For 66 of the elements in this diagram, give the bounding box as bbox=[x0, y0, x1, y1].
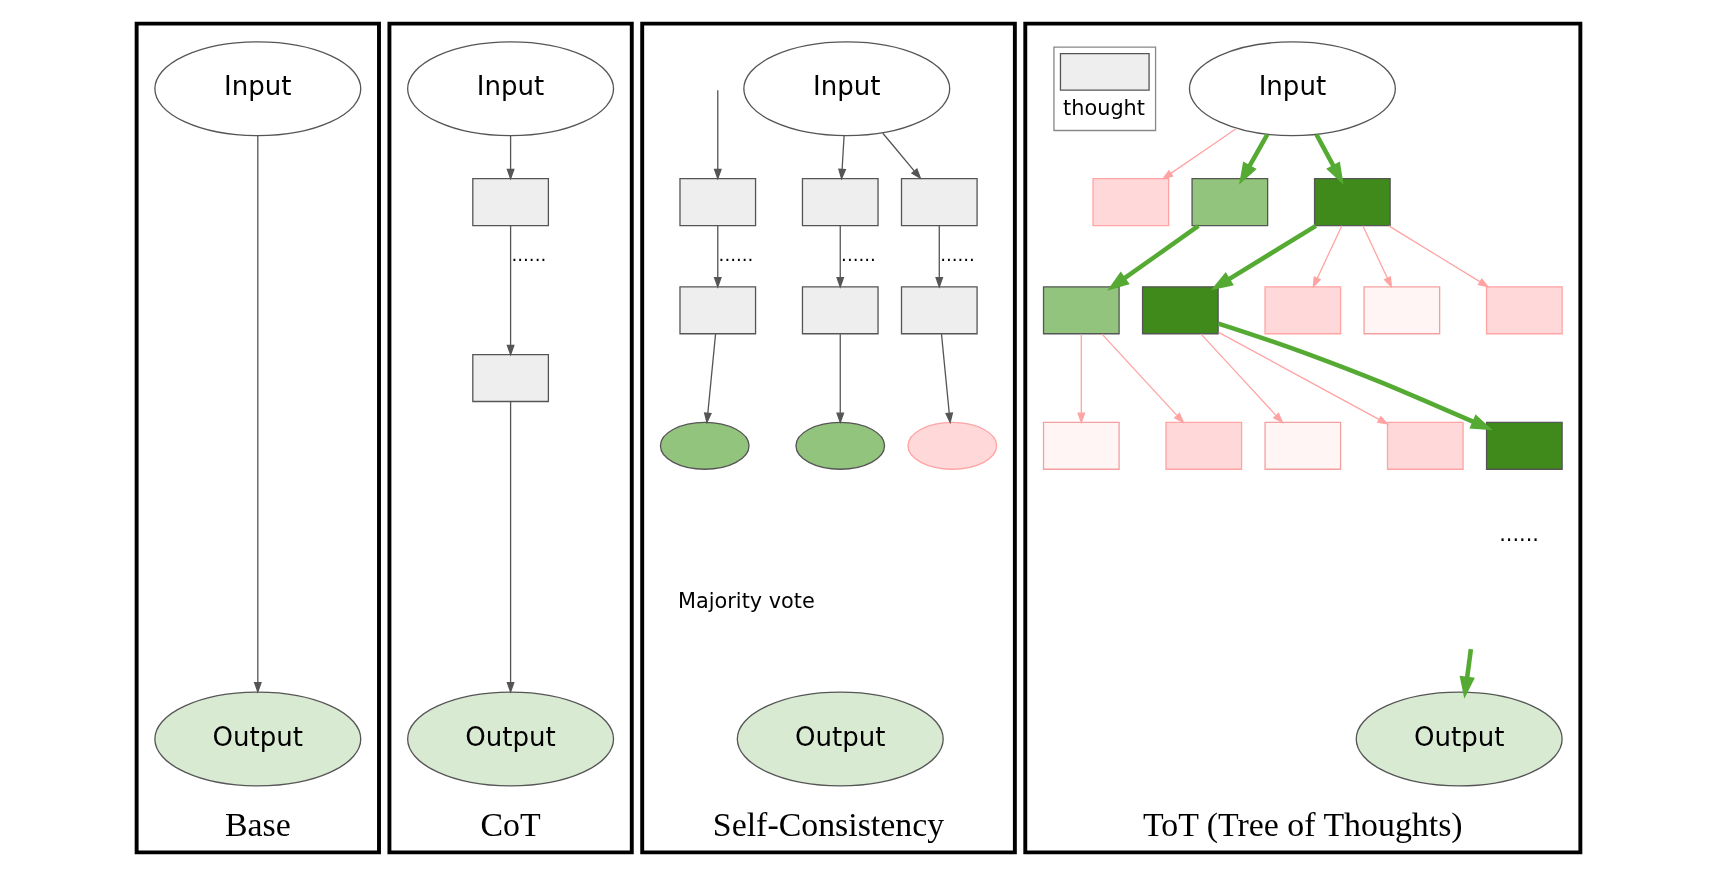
edge-label: ...... bbox=[841, 244, 876, 266]
arrow bbox=[1388, 225, 1490, 288]
arrow bbox=[1239, 133, 1270, 185]
arrow bbox=[838, 135, 847, 181]
arrow bbox=[1101, 333, 1185, 424]
arrow bbox=[506, 225, 515, 357]
arrow bbox=[1200, 333, 1284, 424]
node-ellipse bbox=[795, 421, 886, 470]
node-box bbox=[679, 178, 757, 227]
arrow bbox=[1459, 648, 1475, 699]
arrow bbox=[1217, 331, 1390, 425]
arrow bbox=[1217, 321, 1493, 431]
edge-label: ...... bbox=[511, 244, 547, 266]
node-box bbox=[1264, 286, 1342, 335]
node-box bbox=[1264, 421, 1342, 470]
node-ellipse: Output bbox=[736, 691, 944, 787]
node-ellipse: Output bbox=[154, 691, 362, 787]
node-box bbox=[1092, 178, 1170, 227]
node-ellipse: Input bbox=[743, 41, 951, 137]
node-ellipse: Input bbox=[1188, 41, 1396, 137]
arrow bbox=[506, 135, 515, 181]
arrow bbox=[1314, 133, 1344, 185]
node-box bbox=[900, 178, 978, 227]
node-box bbox=[1485, 421, 1563, 470]
label: ...... bbox=[1499, 521, 1539, 546]
node-ellipse: Input bbox=[154, 41, 362, 137]
node-ellipse: Output bbox=[407, 691, 615, 787]
arrow bbox=[940, 333, 954, 425]
node-ellipse bbox=[659, 421, 750, 470]
node-box bbox=[1042, 421, 1120, 470]
arrow bbox=[836, 333, 845, 425]
arrow bbox=[1312, 225, 1343, 289]
node-box bbox=[679, 286, 757, 335]
node-box bbox=[801, 178, 879, 227]
node-box bbox=[1313, 178, 1391, 227]
arrow bbox=[836, 225, 845, 289]
node-box bbox=[1386, 421, 1464, 470]
node-ellipse: Input bbox=[407, 41, 615, 137]
node-box bbox=[1042, 286, 1120, 335]
node-box bbox=[1141, 286, 1219, 335]
node-box bbox=[900, 286, 978, 335]
node-box bbox=[801, 286, 879, 335]
arrow bbox=[1362, 225, 1393, 289]
arrow bbox=[1210, 223, 1318, 291]
node-box bbox=[472, 353, 550, 403]
node-ellipse: Output bbox=[1355, 691, 1563, 787]
arrow bbox=[882, 132, 922, 180]
legend-label: thought bbox=[1063, 95, 1145, 120]
arrow bbox=[713, 225, 722, 289]
node-box bbox=[472, 178, 550, 227]
arrow bbox=[935, 225, 944, 289]
edge-label: ...... bbox=[940, 244, 975, 266]
node-ellipse bbox=[907, 421, 998, 470]
arrow bbox=[703, 333, 717, 425]
arrow bbox=[1161, 127, 1237, 180]
node-box bbox=[1165, 421, 1243, 470]
arrow bbox=[1107, 224, 1200, 291]
arrow bbox=[1077, 333, 1086, 425]
arrow bbox=[713, 89, 722, 181]
label: Majority vote bbox=[678, 589, 815, 614]
node-box bbox=[1191, 178, 1269, 227]
edge-label: ...... bbox=[718, 244, 754, 266]
node-box bbox=[1363, 286, 1441, 335]
arrow bbox=[506, 401, 515, 694]
node-box bbox=[1485, 286, 1563, 335]
arrow bbox=[253, 135, 262, 694]
